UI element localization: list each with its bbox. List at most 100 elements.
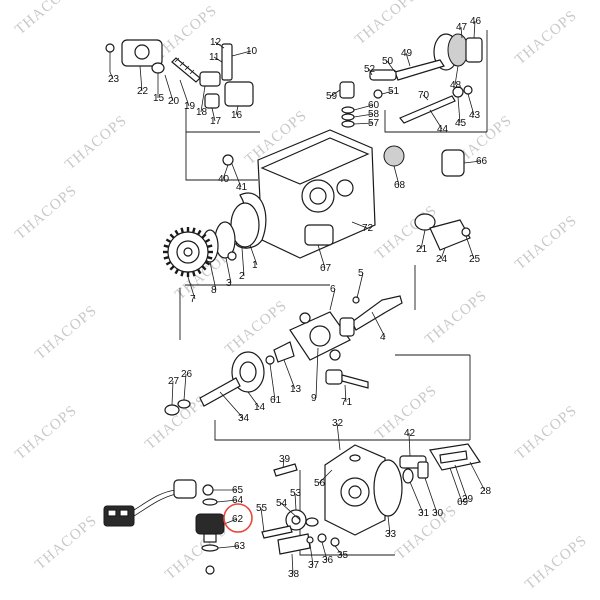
callout-55[interactable]: 55: [256, 503, 268, 514]
callout-53[interactable]: 53: [290, 488, 302, 499]
callout-9[interactable]: 9: [311, 393, 317, 404]
callout-31[interactable]: 31: [418, 508, 430, 519]
leader-line-64: [216, 499, 238, 503]
nut-65: [202, 484, 214, 496]
callout-64[interactable]: 64: [232, 495, 244, 506]
callout-66[interactable]: 66: [476, 156, 488, 167]
highlight-ring: [223, 503, 253, 533]
callout-56[interactable]: 56: [314, 478, 326, 489]
seal-57: [341, 120, 355, 128]
callout-67[interactable]: 67: [320, 263, 332, 274]
callout-11[interactable]: 11: [209, 52, 220, 63]
callout-45[interactable]: 45: [455, 118, 467, 129]
roller-4: [339, 317, 355, 337]
callout-43[interactable]: 43: [469, 110, 481, 121]
leader-line-68: [393, 165, 400, 186]
leader-line-44: [429, 109, 443, 130]
callout-3[interactable]: 3: [226, 278, 232, 289]
housing-top-face: [260, 137, 370, 185]
callout-34[interactable]: 34: [238, 413, 250, 424]
solenoid-group: [103, 479, 225, 575]
callout-42[interactable]: 42: [404, 428, 416, 439]
callout-47[interactable]: 47: [456, 22, 468, 33]
watermark-text: THACOPS: [522, 532, 590, 593]
callout-24[interactable]: 24: [436, 254, 448, 265]
leader-line-3: [225, 257, 232, 284]
callout-15[interactable]: 15: [153, 93, 165, 104]
callout-58[interactable]: 58: [368, 109, 380, 120]
callout-22[interactable]: 22: [137, 86, 149, 97]
callout-13[interactable]: 13: [290, 384, 302, 395]
callout-2[interactable]: 2: [239, 271, 245, 282]
screw-5: [352, 296, 360, 304]
callout-60[interactable]: 60: [368, 100, 380, 111]
callout-12[interactable]: 12: [210, 37, 222, 48]
callout-65[interactable]: 65: [232, 485, 244, 496]
callout-30[interactable]: 30: [432, 508, 444, 519]
callout-50[interactable]: 50: [382, 56, 394, 67]
leader-line-54: [280, 502, 301, 521]
callout-4[interactable]: 4: [380, 332, 386, 343]
block-16: [224, 81, 254, 107]
callout-70[interactable]: 70: [418, 90, 430, 101]
callout-63[interactable]: 63: [234, 541, 246, 552]
callout-61[interactable]: 61: [270, 395, 282, 406]
callout-44[interactable]: 44: [437, 124, 449, 135]
callout-71[interactable]: 71: [341, 397, 353, 408]
callout-40[interactable]: 40: [218, 174, 230, 185]
callout-38[interactable]: 38: [288, 569, 300, 580]
callout-36[interactable]: 36: [322, 555, 334, 566]
callout-19[interactable]: 19: [184, 101, 196, 112]
callout-21[interactable]: 21: [416, 244, 428, 255]
housing-port: [336, 179, 354, 197]
callout-14[interactable]: 14: [254, 402, 266, 413]
o-ring-15: [151, 62, 165, 74]
callout-72[interactable]: 72: [362, 223, 374, 234]
callout-46[interactable]: 46: [470, 16, 482, 27]
drive-gear-center: [183, 247, 193, 257]
callout-6[interactable]: 6: [330, 284, 336, 295]
leader-line-2: [241, 247, 245, 277]
callout-17[interactable]: 17: [210, 116, 222, 127]
callout-10[interactable]: 10: [246, 46, 258, 57]
callout-27[interactable]: 27: [168, 376, 180, 387]
callout-26[interactable]: 26: [181, 369, 193, 380]
gear-tooth: [174, 229, 180, 236]
callout-8[interactable]: 8: [211, 285, 217, 296]
callout-48[interactable]: 48: [450, 80, 462, 91]
callout-37[interactable]: 37: [308, 560, 320, 571]
callout-29[interactable]: 29: [462, 494, 474, 505]
callout-62[interactable]: 62: [232, 514, 244, 525]
callout-49[interactable]: 49: [401, 48, 413, 59]
callout-23[interactable]: 23: [108, 74, 120, 85]
callout-7[interactable]: 7: [190, 294, 196, 305]
watermark-text: THACOPS: [62, 112, 130, 173]
callout-69[interactable]: 69: [457, 497, 469, 508]
callout-5[interactable]: 5: [358, 268, 364, 279]
callout-52[interactable]: 52: [364, 64, 376, 75]
callout-35[interactable]: 35: [337, 550, 349, 561]
callout-18[interactable]: 18: [196, 107, 208, 118]
gear-tooth: [174, 268, 180, 275]
callout-68[interactable]: 68: [394, 180, 406, 191]
callout-39[interactable]: 39: [279, 454, 291, 465]
callout-51[interactable]: 51: [388, 86, 400, 97]
callout-1[interactable]: 1: [252, 260, 258, 271]
sensor-housing: [173, 479, 197, 499]
callout-20[interactable]: 20: [168, 96, 180, 107]
leader-line-72: [351, 221, 368, 229]
callout-32[interactable]: 32: [332, 418, 344, 429]
callout-57[interactable]: 57: [368, 118, 380, 129]
gear-teeth: [163, 227, 213, 277]
callout-59[interactable]: 59: [326, 91, 338, 102]
callout-28[interactable]: 28: [480, 486, 492, 497]
callout-33[interactable]: 33: [385, 529, 397, 540]
leader-line-1: [249, 244, 258, 266]
callout-41[interactable]: 41: [236, 182, 248, 193]
callout-16[interactable]: 16: [231, 110, 243, 121]
leader-line-33: [387, 515, 391, 535]
callout-25[interactable]: 25: [469, 254, 481, 265]
leader-line-25: [465, 235, 475, 260]
callout-54[interactable]: 54: [276, 498, 288, 509]
